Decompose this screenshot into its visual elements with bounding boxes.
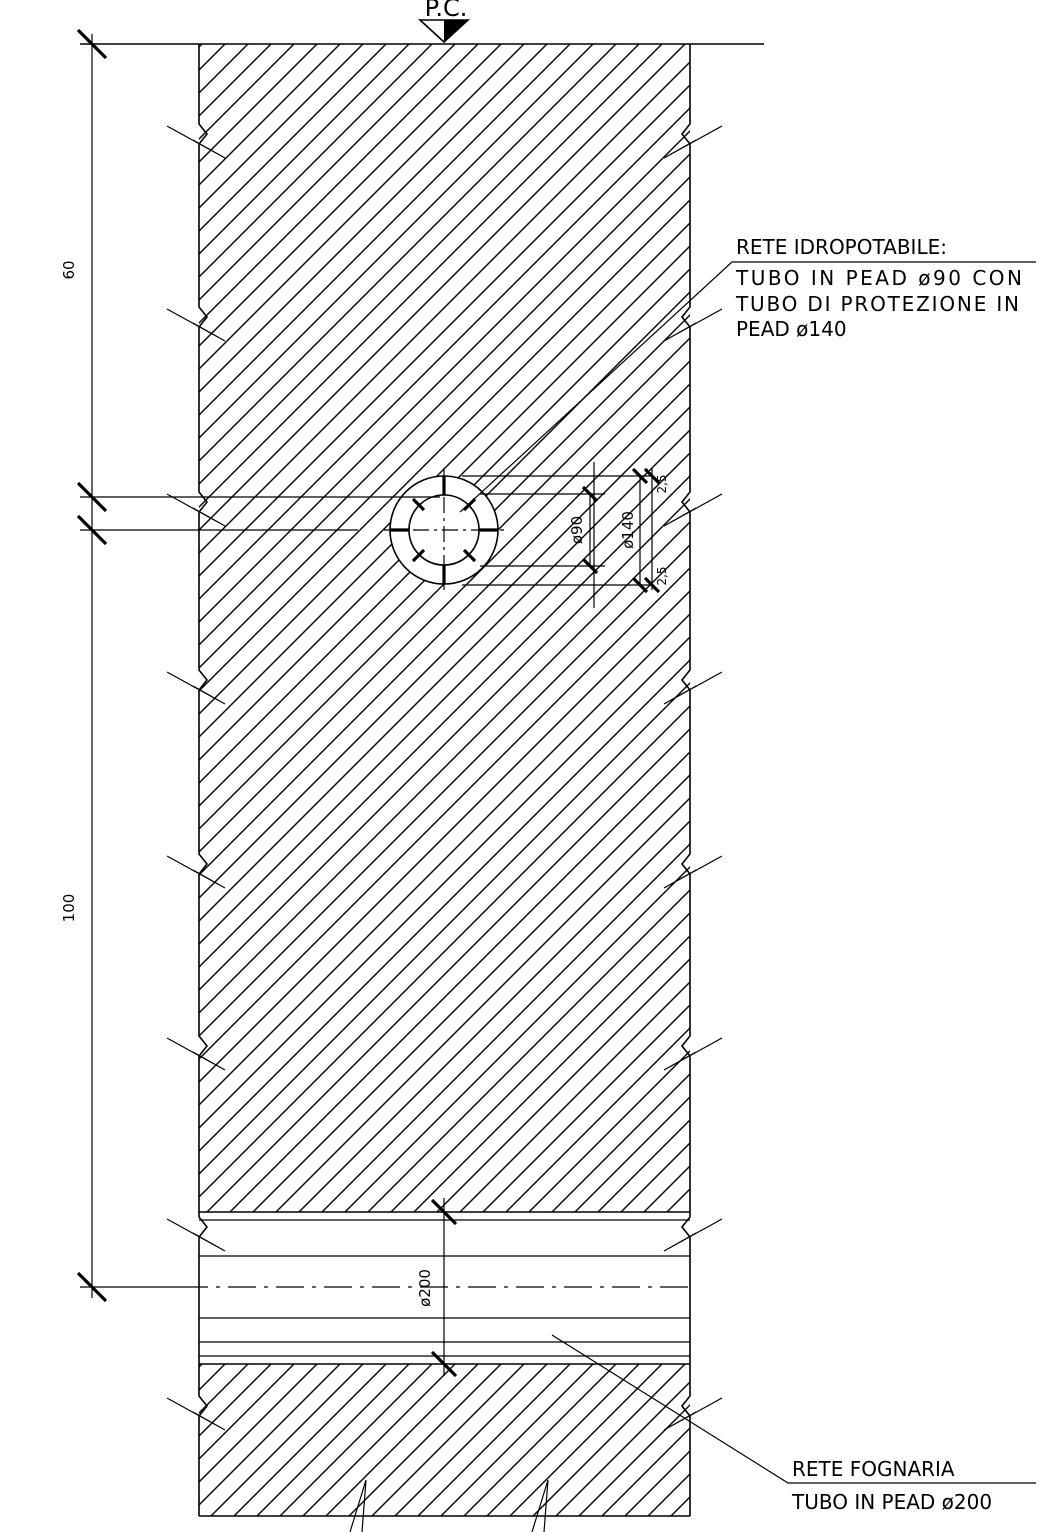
bottom-break-symbol-left bbox=[349, 1479, 367, 1532]
sewer-dimension bbox=[430, 1198, 458, 1378]
dim-depth-upper: 60 bbox=[60, 260, 78, 279]
wall-break-symbol bbox=[166, 493, 226, 527]
wall-break-symbols-right bbox=[663, 125, 723, 1431]
sewer-pipe bbox=[180, 1211, 690, 1365]
wall-break-symbol bbox=[166, 125, 226, 159]
dim-pipe-outer: ø140 bbox=[619, 511, 637, 549]
wall-break-symbol bbox=[663, 671, 723, 705]
water-note-line3: PEAD ø140 bbox=[736, 317, 847, 341]
ground-level-label: P.C. bbox=[425, 0, 468, 22]
pipe-dimension-ticks bbox=[581, 462, 661, 608]
bottom-break-symbol-right bbox=[531, 1479, 549, 1532]
water-pipe bbox=[80, 468, 504, 590]
wall-break-symbol bbox=[663, 493, 723, 527]
wall-break-symbol bbox=[663, 1037, 723, 1071]
wall-break-symbol bbox=[663, 308, 723, 342]
water-note-title: RETE IDROPOTABILE: bbox=[736, 235, 947, 259]
wall-break-symbol bbox=[166, 308, 226, 342]
trench-wall-right bbox=[680, 44, 691, 1516]
backfill-hatch-lower bbox=[199, 1364, 690, 1516]
wall-break-symbol bbox=[166, 671, 226, 705]
sewer-note-line1: TUBO IN PEAD ø200 bbox=[791, 1490, 992, 1514]
sewer-note-leader bbox=[551, 1334, 1036, 1484]
water-note-leader bbox=[459, 261, 1036, 513]
dim-cover-top: 2,5 bbox=[655, 474, 669, 493]
sewer-note-title: RETE FOGNARIA bbox=[792, 1457, 955, 1481]
wall-break-symbol bbox=[663, 125, 723, 159]
wall-break-symbol bbox=[663, 855, 723, 889]
wall-break-symbols-left bbox=[166, 125, 226, 1431]
wall-break-symbol bbox=[166, 1037, 226, 1071]
dim-sewer-pipe: ø200 bbox=[416, 1269, 434, 1307]
wall-break-symbol bbox=[663, 1218, 723, 1252]
dim-pipe-inner: ø90 bbox=[568, 516, 586, 544]
backfill-hatch-upper bbox=[199, 44, 690, 1212]
trench-wall-left bbox=[198, 44, 209, 1516]
dim-cover-bottom: 2,5 bbox=[655, 566, 669, 585]
pipe-extension-lines bbox=[462, 468, 653, 590]
wall-break-symbol bbox=[663, 1397, 723, 1431]
water-note-line2: TUBO DI PROTEZIONE IN bbox=[735, 292, 1019, 316]
wall-break-symbol bbox=[166, 855, 226, 889]
wall-break-symbol bbox=[166, 1218, 226, 1252]
ground-level-symbol bbox=[417, 19, 471, 44]
wall-break-symbol bbox=[166, 1397, 226, 1431]
water-note-line1: TUBO IN PEAD ø90 CON bbox=[735, 266, 1022, 290]
dim-depth-lower: 100 bbox=[60, 894, 78, 923]
depth-dimension-lines bbox=[76, 28, 440, 1303]
